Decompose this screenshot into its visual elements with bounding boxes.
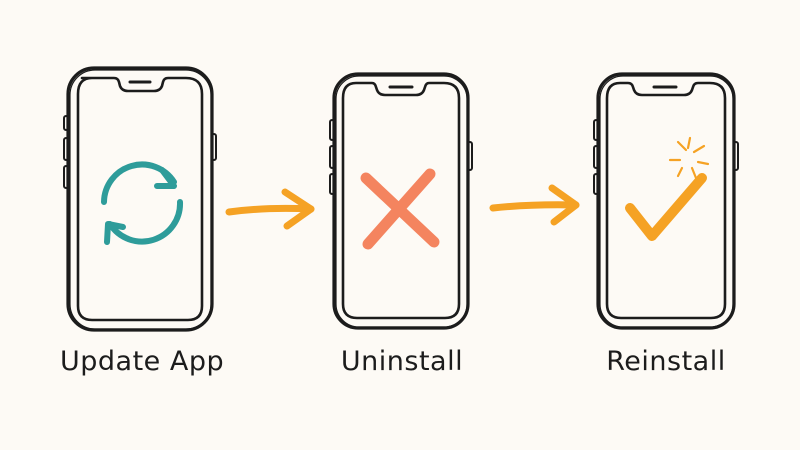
step-label-reinstall: Reinstall (606, 346, 726, 377)
arrow-right-icon (489, 184, 580, 226)
step-label-update: Update App (60, 346, 225, 377)
phone-reinstall (593, 72, 739, 330)
checkmark-icon (625, 173, 707, 241)
phone-update (63, 66, 217, 332)
arrow-right-icon (225, 188, 315, 230)
phone-uninstall (329, 72, 473, 330)
cross-icon (360, 168, 440, 250)
sync-icon (101, 161, 184, 245)
sparkle-icon (668, 136, 710, 180)
step-label-uninstall: Uninstall (340, 346, 464, 377)
